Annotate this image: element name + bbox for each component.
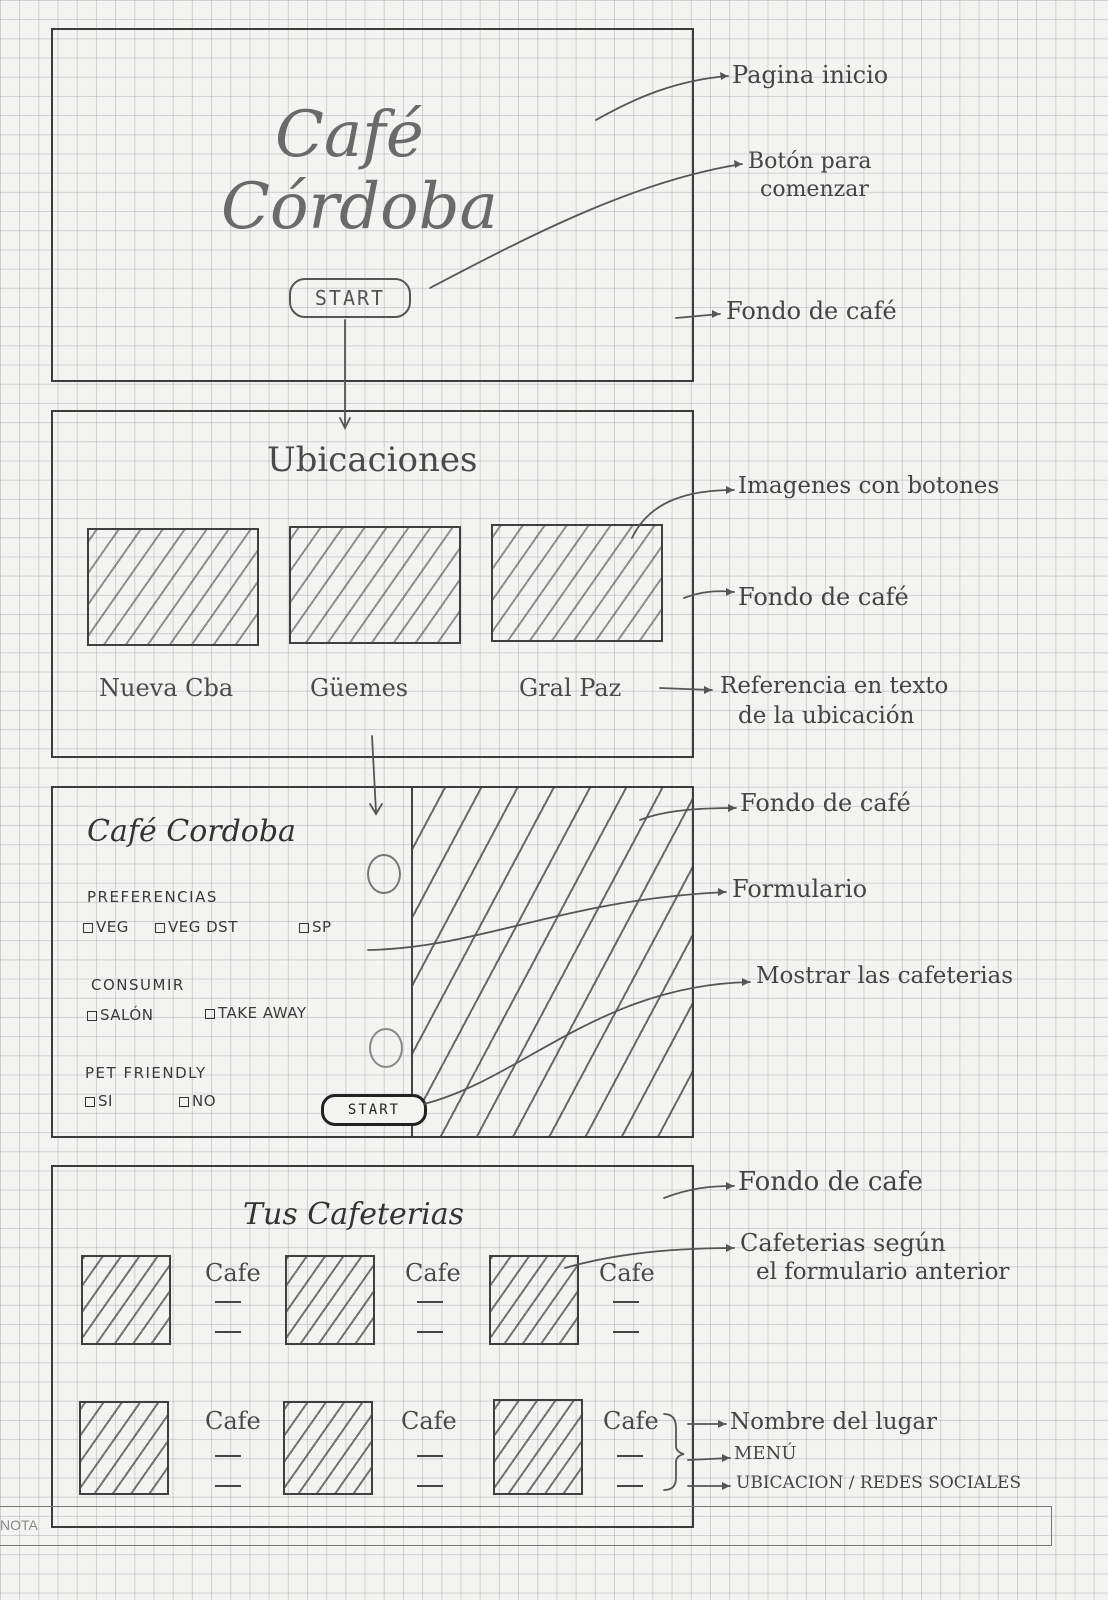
locations-title: Ubicaciones [267, 440, 478, 480]
note-fondo-cafe-3: Fondo de café [740, 789, 911, 817]
cafe-location-2[interactable] [417, 1331, 443, 1333]
pet-friendly-label: PET FRIENDLY [85, 1064, 207, 1082]
cafe-location-4[interactable] [215, 1485, 241, 1487]
frame-results: Tus Cafeterias Cafe Cafe Cafe Cafe Cafe … [51, 1165, 694, 1528]
cafe-menu-3[interactable] [613, 1301, 639, 1303]
checkbox-sp-label: SP [312, 918, 332, 936]
checkbox-salon[interactable]: SALÓN [87, 1006, 153, 1024]
checkbox-square-icon [85, 1096, 95, 1107]
frame-home: Café Córdoba START [51, 28, 694, 382]
note-fondo-cafe-4: Fondo de cafe [738, 1167, 923, 1197]
coffee-bean-icon [367, 854, 401, 894]
cafe-name-6[interactable]: Cafe [603, 1407, 659, 1435]
note-menu: MENÚ [734, 1443, 797, 1464]
checkbox-square-icon [299, 922, 309, 933]
checkbox-sp[interactable]: SP [299, 918, 332, 936]
note-ubicacion-redes: UBICACION / REDES SOCIALES [736, 1473, 1022, 1493]
cafe-image-3[interactable] [489, 1255, 579, 1345]
cafe-image-4[interactable] [79, 1401, 169, 1495]
location-label-1: Nueva Cba [99, 674, 234, 702]
checkbox-veg[interactable]: VEG [83, 918, 129, 936]
checkbox-si-label: SI [98, 1092, 113, 1110]
note-referencia-line1: Referencia en texto [720, 673, 949, 699]
results-title: Tus Cafeterias [243, 1197, 464, 1232]
cafe-menu-5[interactable] [417, 1455, 443, 1457]
coffee-bean-icon [369, 1028, 403, 1068]
checkbox-square-icon [155, 922, 165, 933]
cafe-image-1[interactable] [81, 1255, 171, 1345]
note-referencia-line2: de la ubicación [738, 703, 915, 729]
cafe-image-5[interactable] [283, 1401, 373, 1495]
cafe-menu-4[interactable] [215, 1455, 241, 1457]
preferencias-label: PREFERENCIAS [87, 888, 218, 906]
note-cafeterias-line2: el formulario anterior [756, 1259, 1010, 1285]
frame-form: Café Cordoba PREFERENCIAS VEG VEG DST SP… [51, 786, 694, 1138]
note-mostrar: Mostrar las cafeterias [756, 963, 1014, 989]
cafe-location-5[interactable] [417, 1485, 443, 1487]
note-cafeterias-line1: Cafeterias según [740, 1229, 946, 1257]
frame-locations: Ubicaciones Nueva Cba Güemes Gral Paz [51, 410, 694, 758]
cafe-image-6[interactable] [493, 1399, 583, 1495]
location-image-2[interactable] [289, 526, 461, 644]
note-pagina-inicio: Pagina inicio [732, 61, 889, 89]
cafe-name-3[interactable]: Cafe [599, 1259, 655, 1287]
checkbox-square-icon [87, 1010, 97, 1021]
cafe-menu-2[interactable] [417, 1301, 443, 1303]
cafe-name-5[interactable]: Cafe [401, 1407, 457, 1435]
location-label-2: Güemes [310, 674, 409, 702]
cafe-menu-6[interactable] [617, 1455, 643, 1457]
location-label-3: Gral Paz [519, 674, 622, 702]
form-title: Café Cordoba [87, 814, 296, 849]
cafe-menu-1[interactable] [215, 1301, 241, 1303]
cafe-name-4[interactable]: Cafe [205, 1407, 261, 1435]
checkbox-no-label: NO [192, 1092, 217, 1110]
checkbox-si[interactable]: SI [85, 1092, 113, 1110]
cafe-name-1[interactable]: Cafe [205, 1259, 261, 1287]
nota-box: NOTA [0, 1506, 1052, 1546]
nota-label: NOTA [0, 1517, 38, 1533]
cafe-image-2[interactable] [285, 1255, 375, 1345]
checkbox-no[interactable]: NO [179, 1092, 216, 1110]
note-fondo-cafe-2: Fondo de café [738, 583, 909, 611]
consumir-label: CONSUMIR [91, 976, 185, 994]
note-boton-line2: comenzar [760, 177, 869, 202]
checkbox-square-icon [179, 1096, 189, 1107]
home-title-line1: Café [275, 98, 424, 172]
checkbox-veg-label: VEG [96, 918, 129, 936]
cafe-location-1[interactable] [215, 1331, 241, 1333]
cafe-location-6[interactable] [617, 1485, 643, 1487]
form-start-button[interactable]: START [321, 1094, 427, 1126]
checkbox-veg-dst[interactable]: VEG DST [155, 918, 238, 936]
note-nombre-lugar: Nombre del lugar [730, 1409, 938, 1435]
note-boton-line1: Botón para [748, 149, 872, 174]
home-start-button[interactable]: START [289, 278, 411, 318]
checkbox-salon-label: SALÓN [100, 1006, 154, 1024]
location-image-1[interactable] [87, 528, 259, 646]
cafe-name-2[interactable]: Cafe [405, 1259, 461, 1287]
note-imagenes-botones: Imagenes con botones [738, 473, 1000, 499]
checkbox-square-icon [205, 1008, 215, 1019]
note-fondo-cafe-1: Fondo de café [726, 297, 897, 325]
location-image-3[interactable] [491, 524, 663, 642]
cafe-location-3[interactable] [613, 1331, 639, 1333]
home-title-line2: Córdoba [221, 170, 498, 244]
checkbox-veg-dst-label: VEG DST [168, 918, 238, 936]
coffee-background-area [411, 788, 693, 1137]
note-formulario: Formulario [732, 875, 868, 903]
checkbox-square-icon [83, 922, 93, 933]
checkbox-take-away[interactable]: TAKE AWAY [205, 1004, 307, 1022]
checkbox-take-away-label: TAKE AWAY [218, 1004, 307, 1022]
